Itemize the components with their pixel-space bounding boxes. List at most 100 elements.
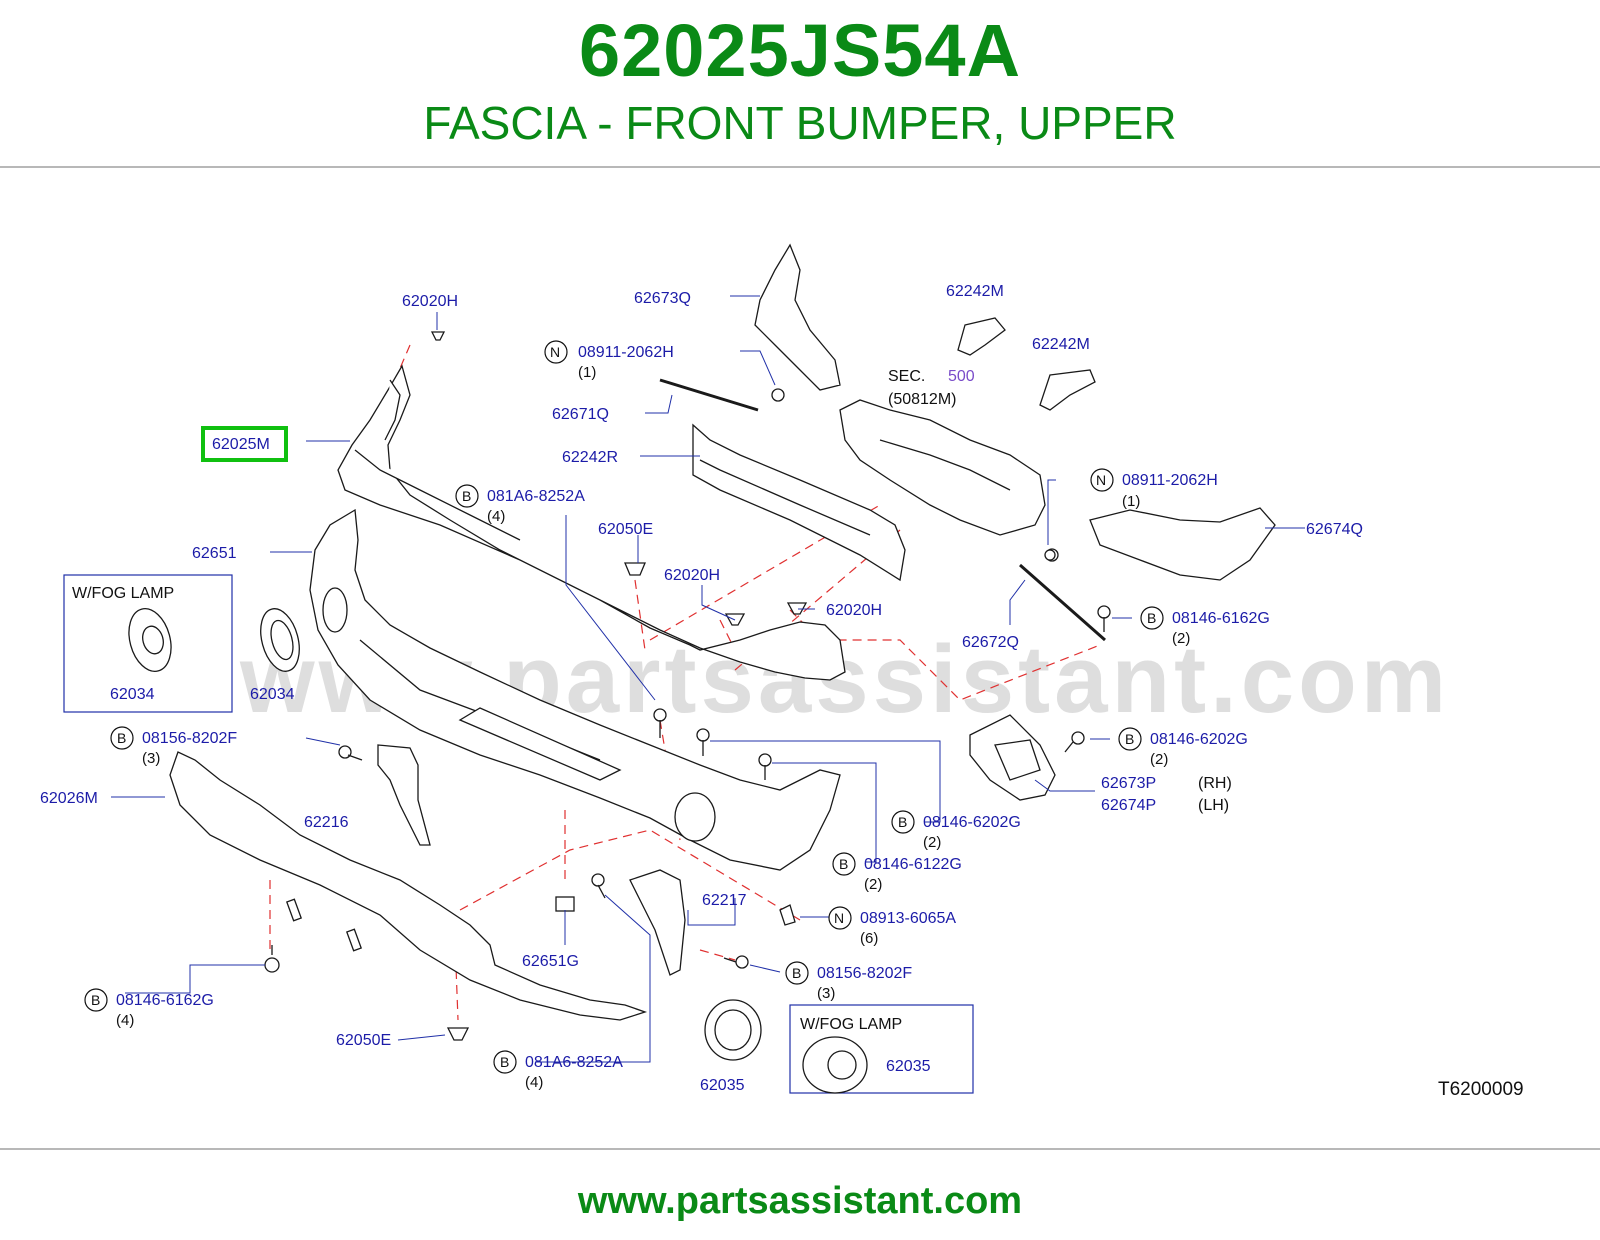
label-08146-6202G-b: 08146-6202G <box>923 814 1021 831</box>
label-08911-a: 08911-2062H <box>578 344 674 361</box>
label-62651G: 62651G <box>522 953 579 970</box>
label-62671Q: 62671Q <box>552 406 609 423</box>
qty-08156-a: (3) <box>142 750 160 767</box>
qty-081A6-b: (4) <box>525 1074 543 1091</box>
part-end-62674Q[interactable] <box>1089 507 1276 581</box>
fog-box-right-title: W/FOG LAMP <box>800 1016 902 1033</box>
part-bracket-62673P[interactable] <box>969 714 1056 801</box>
part-cover-50812M[interactable] <box>839 399 1046 536</box>
part-fog-ring-62034[interactable] <box>254 604 305 675</box>
part-guard-62673Q[interactable] <box>754 243 841 391</box>
part-stay-62671Q[interactable] <box>659 378 785 412</box>
svg-text:B: B <box>898 814 907 830</box>
qty-081A6-a: (4) <box>487 508 505 525</box>
qty-08911-a: (1) <box>578 364 596 381</box>
svg-text:B: B <box>91 992 100 1008</box>
b-symbol-g <box>785 961 809 985</box>
qty-08146-6162G-b: (4) <box>116 1012 134 1029</box>
qty-08146-6122G: (2) <box>864 876 882 893</box>
sec-sub: (50812M) <box>888 391 956 408</box>
b-symbol-h <box>84 988 108 1012</box>
svg-text:B: B <box>1125 731 1134 747</box>
part-lower-valance[interactable] <box>169 751 648 1021</box>
fog-lamp-box-left <box>63 574 233 713</box>
b-symbol-b <box>1140 606 1164 630</box>
label-08146-6122G: 08146-6122G <box>864 856 962 873</box>
svg-text:N: N <box>834 910 844 926</box>
part-bracket-62217[interactable] <box>629 869 686 976</box>
n-symbol-a <box>544 340 568 364</box>
qty-08146-6202G-b: (2) <box>923 834 941 851</box>
label-62651: 62651 <box>192 545 237 562</box>
label-62025M: 62025M <box>212 436 270 453</box>
part-labels: 62020H 62673Q 62242M 62242M N 08911-2062… <box>40 283 1524 1100</box>
svg-text:B: B <box>462 488 471 504</box>
bolts <box>264 605 1111 973</box>
page-subtitle: FASCIA - FRONT BUMPER, UPPER <box>423 97 1177 149</box>
sec-label: SEC. <box>888 368 925 385</box>
label-lh: (LH) <box>1198 797 1229 814</box>
label-62020H-b: 62020H <box>664 567 720 584</box>
page-title: 62025JS54A <box>578 9 1022 92</box>
label-62217: 62217 <box>702 892 747 909</box>
part-fog-ring-62035[interactable] <box>704 999 762 1061</box>
label-62673Q: 62673Q <box>634 290 691 307</box>
part-bracket-62242M-a[interactable] <box>957 317 1006 356</box>
part-stay-62672Q[interactable] <box>1019 548 1106 642</box>
label-08156-b: 08156-8202F <box>817 965 912 982</box>
qty-08146-6162G-a: (2) <box>1172 630 1190 647</box>
part-reinforcement-62242R[interactable] <box>692 423 906 582</box>
fog-box-right-part: 62035 <box>886 1058 931 1075</box>
n-symbol-c <box>828 906 852 930</box>
b-symbol-e <box>891 810 915 834</box>
label-62216: 62216 <box>304 814 349 831</box>
label-62026M: 62026M <box>40 790 98 807</box>
label-62020H-a: 62020H <box>402 293 458 310</box>
svg-text:B: B <box>792 965 801 981</box>
fog-lamp-insert-right[interactable] <box>802 1036 868 1094</box>
b-symbol-f <box>832 852 856 876</box>
label-08146-6202G-a: 08146-6202G <box>1150 731 1248 748</box>
label-62242R: 62242R <box>562 449 618 466</box>
label-62242M-a: 62242M <box>946 283 1004 300</box>
svg-text:B: B <box>117 730 126 746</box>
label-62673P: 62673P <box>1101 775 1156 792</box>
part-bumper-cover[interactable] <box>309 508 841 871</box>
svg-text:B: B <box>1147 610 1156 626</box>
highlight-62025M <box>201 426 288 462</box>
b-symbol-c <box>110 726 134 750</box>
b-symbol-a <box>455 484 479 508</box>
label-081A6-a: 081A6-8252A <box>487 488 585 505</box>
part-bracket-62242M-b[interactable] <box>1039 369 1096 411</box>
label-08913: 08913-6065A <box>860 910 956 927</box>
label-08146-6162G-b: 08146-6162G <box>116 992 214 1009</box>
fog-box-left-title: W/FOG LAMP <box>72 585 174 602</box>
qty-08156-b: (3) <box>817 985 835 1002</box>
label-62020H-c: 62020H <box>826 602 882 619</box>
label-62050E-b: 62050E <box>336 1032 391 1049</box>
fog-lamp-box-right <box>789 1004 974 1094</box>
n-symbol-b <box>1090 468 1114 492</box>
b-symbol-i <box>493 1050 517 1074</box>
label-62674P: 62674P <box>1101 797 1156 814</box>
label-08146-6162G-a: 08146-6162G <box>1172 610 1270 627</box>
diagram-code: T6200009 <box>1438 1079 1524 1100</box>
label-62035-b: 62035 <box>700 1077 745 1094</box>
part-bracket-62216[interactable] <box>377 744 431 846</box>
label-081A6-b: 081A6-8252A <box>525 1054 623 1071</box>
qty-08146-6202G-a: (2) <box>1150 751 1168 768</box>
footer-url[interactable]: www.partsassistant.com <box>577 1180 1023 1222</box>
leader-lines <box>111 295 1305 1066</box>
label-62050E-a: 62050E <box>598 521 653 538</box>
fog-lamp-insert-left[interactable] <box>122 604 177 676</box>
qty-08911-b: (1) <box>1122 493 1140 510</box>
b-symbol-d <box>1118 727 1142 751</box>
label-62674Q: 62674Q <box>1306 521 1363 538</box>
label-62034-b: 62034 <box>250 686 295 703</box>
svg-text:N: N <box>1096 472 1106 488</box>
fastener-clips <box>430 331 1056 1041</box>
label-62672Q: 62672Q <box>962 634 1019 651</box>
part-upper-fascia[interactable] <box>337 364 846 681</box>
label-62242M-b: 62242M <box>1032 336 1090 353</box>
label-rh: (RH) <box>1198 775 1232 792</box>
